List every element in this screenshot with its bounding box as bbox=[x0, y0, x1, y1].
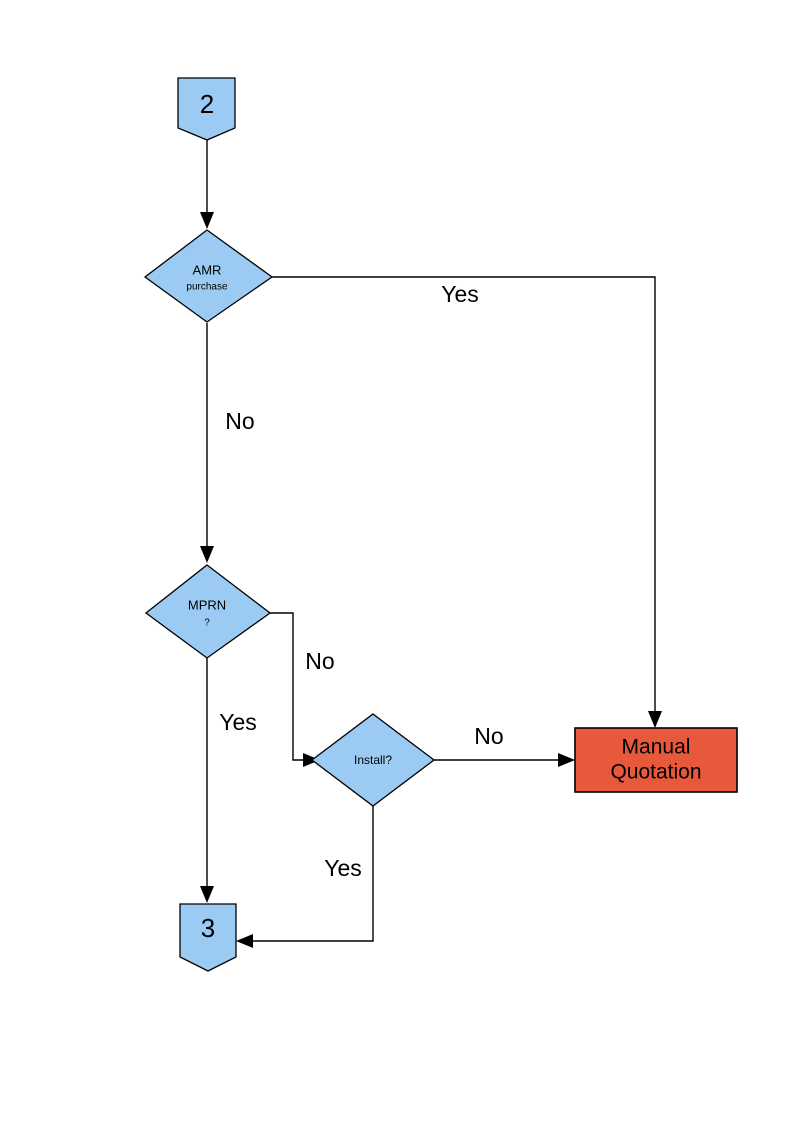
terminal-manual-label-line2: Quotation bbox=[610, 761, 701, 784]
edge-label-amr-yes: Yes bbox=[441, 281, 479, 307]
arrow-head-icon bbox=[200, 886, 214, 903]
edge-mprn-yes-to-connector3 bbox=[200, 658, 214, 903]
decision-amr-label-line1: AMR bbox=[193, 262, 222, 277]
arrow-head-icon bbox=[558, 753, 575, 767]
node-decision-amr[interactable]: AMR purchase bbox=[143, 229, 274, 323]
node-connector-in[interactable]: 2 bbox=[177, 77, 236, 141]
edge-label-mprn-no: No bbox=[305, 648, 334, 674]
arrow-head-icon bbox=[236, 934, 253, 948]
edge-amr-yes-to-manual bbox=[272, 276, 662, 728]
diamond-shape bbox=[143, 229, 274, 323]
diamond-shape bbox=[144, 564, 272, 659]
rectangle-shape bbox=[574, 727, 738, 793]
edge-connector2-to-amr bbox=[200, 140, 214, 229]
diamond-shape bbox=[310, 713, 436, 807]
edge-line bbox=[244, 806, 374, 942]
edge-line bbox=[272, 276, 656, 720]
node-terminal-manual-quotation[interactable]: Manual Quotation bbox=[574, 727, 738, 793]
edge-install-yes-to-connector3 bbox=[236, 806, 374, 948]
decision-install-label: Install? bbox=[354, 753, 392, 767]
edge-line bbox=[270, 612, 312, 761]
edge-amr-no-to-mprn bbox=[200, 323, 214, 563]
edge-label-mprn-yes: Yes bbox=[219, 709, 257, 735]
pentagon-connector-shape bbox=[177, 77, 236, 141]
edge-install-no-to-manual bbox=[434, 753, 575, 767]
node-decision-install[interactable]: Install? bbox=[310, 713, 436, 807]
edge-label-install-no: No bbox=[474, 723, 503, 749]
pentagon-connector-shape bbox=[179, 903, 237, 972]
arrow-head-icon bbox=[648, 711, 662, 728]
decision-mprn-label-line2: ? bbox=[204, 618, 210, 629]
arrow-head-icon bbox=[200, 212, 214, 229]
terminal-manual-label-line1: Manual bbox=[622, 736, 691, 759]
arrow-head-icon bbox=[200, 546, 214, 563]
decision-mprn-label-line1: MPRN bbox=[188, 597, 226, 612]
decision-amr-label-line2: purchase bbox=[186, 282, 228, 293]
edge-label-amr-no: No bbox=[225, 408, 254, 434]
edge-mprn-no-to-install bbox=[270, 612, 320, 767]
node-connector-out[interactable]: 3 bbox=[179, 903, 237, 972]
connector-in-label: 2 bbox=[200, 89, 214, 119]
node-decision-mprn[interactable]: MPRN ? bbox=[144, 564, 272, 659]
connector-out-label: 3 bbox=[201, 913, 215, 943]
edge-label-install-yes: Yes bbox=[324, 855, 362, 881]
